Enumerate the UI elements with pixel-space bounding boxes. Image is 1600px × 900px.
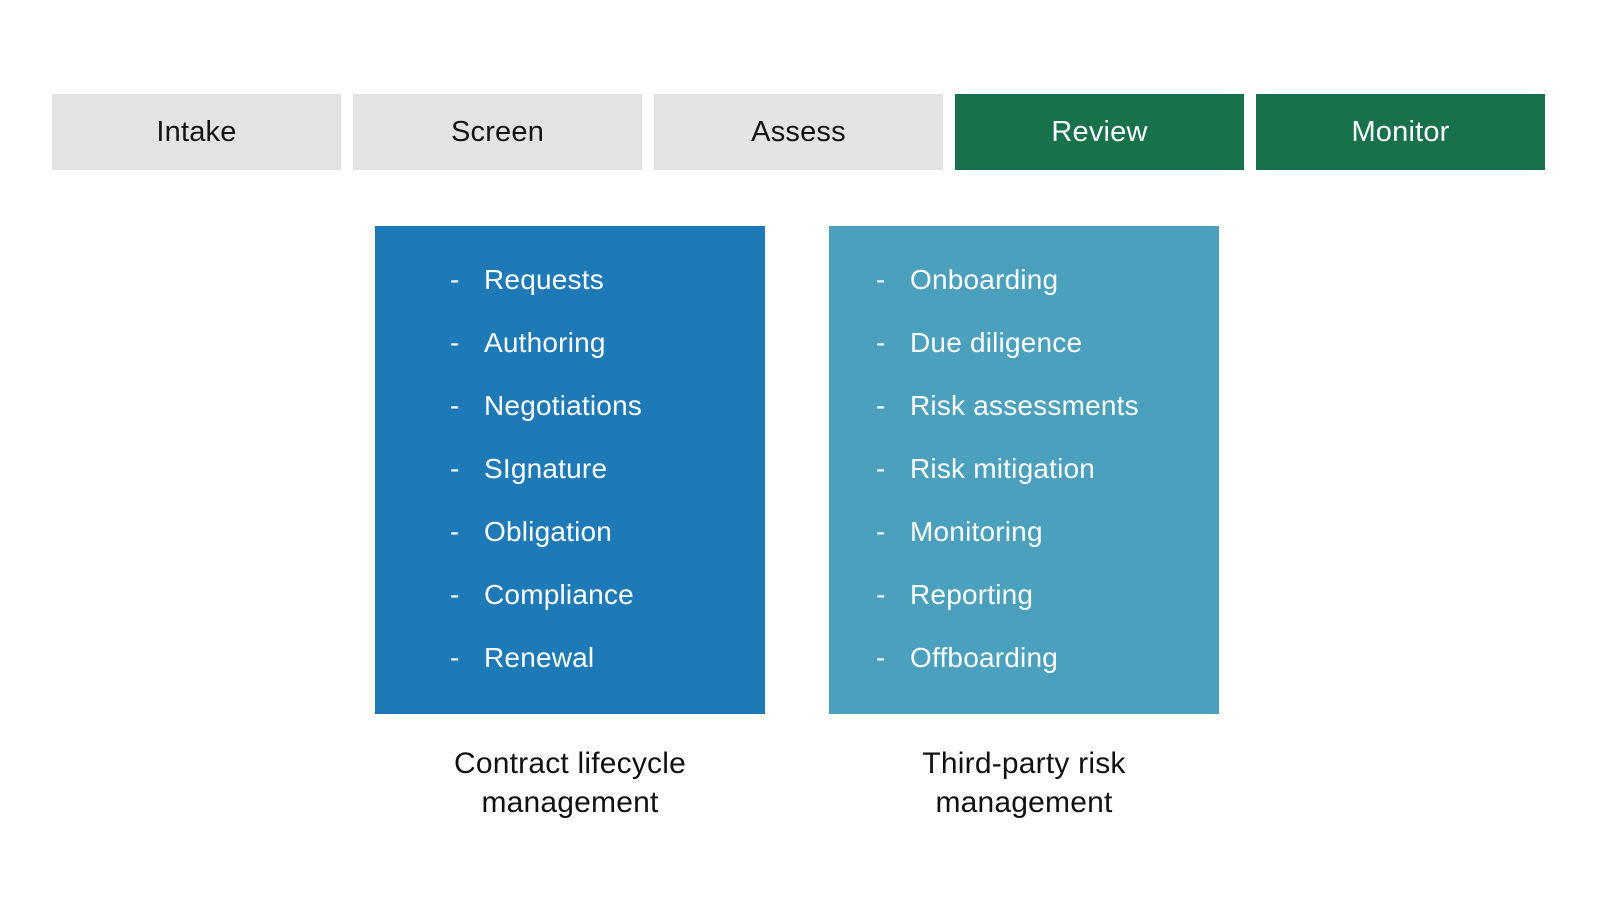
list-item-label: Authoring xyxy=(484,326,606,358)
third-party-risk-panel: -Onboarding -Due diligence -Risk assessm… xyxy=(829,226,1219,714)
bullet-dash: - xyxy=(450,641,460,673)
bullet-dash: - xyxy=(450,389,460,421)
bullet-dash: - xyxy=(450,452,460,484)
list-item: -Due diligence xyxy=(876,311,1219,374)
bullet-dash: - xyxy=(876,452,886,484)
list-item: -Obligation xyxy=(450,500,765,563)
list-item: -Reporting xyxy=(876,563,1219,626)
stage-button-screen[interactable]: Screen xyxy=(353,94,642,170)
contract-lifecycle-panel: -Requests -Authoring -Negotiations -SIgn… xyxy=(375,226,765,714)
bullet-dash: - xyxy=(876,326,886,358)
list-item: -Compliance xyxy=(450,563,765,626)
list-item-label: Requests xyxy=(484,263,604,295)
list-item-label: Due diligence xyxy=(910,326,1083,358)
stage-button-monitor[interactable]: Monitor xyxy=(1256,94,1545,170)
bullet-dash: - xyxy=(450,326,460,358)
stage-button-review[interactable]: Review xyxy=(955,94,1244,170)
contract-lifecycle-caption: Contract lifecycle management xyxy=(375,744,765,822)
bullet-dash: - xyxy=(450,263,460,295)
caption-line: Contract lifecycle xyxy=(453,747,686,780)
third-party-risk-list: -Onboarding -Due diligence -Risk assessm… xyxy=(829,226,1219,689)
third-party-risk-caption: Third-party risk management xyxy=(829,744,1219,822)
list-item-label: Obligation xyxy=(484,515,613,547)
list-item: -SIgnature xyxy=(450,437,765,500)
list-item: -Risk mitigation xyxy=(876,437,1219,500)
list-item: -Onboarding xyxy=(876,248,1219,311)
list-item: -Requests xyxy=(450,248,765,311)
list-item: -Negotiations xyxy=(450,374,765,437)
contract-lifecycle-list: -Requests -Authoring -Negotiations -SIgn… xyxy=(375,226,765,689)
bullet-dash: - xyxy=(450,515,460,547)
caption-line: management xyxy=(481,786,659,819)
list-item-label: Onboarding xyxy=(910,263,1059,295)
stage-button-intake[interactable]: Intake xyxy=(52,94,341,170)
bullet-dash: - xyxy=(876,389,886,421)
list-item-label: Risk assessments xyxy=(910,389,1139,421)
list-item: -Risk assessments xyxy=(876,374,1219,437)
list-item-label: SIgnature xyxy=(484,452,608,484)
stage-row: Intake Screen Assess Review Monitor xyxy=(52,94,1545,170)
list-item-label: Negotiations xyxy=(484,389,643,421)
bullet-dash: - xyxy=(876,263,886,295)
caption-line: Third-party risk xyxy=(922,747,1126,780)
list-item: -Authoring xyxy=(450,311,765,374)
list-item: -Offboarding xyxy=(876,626,1219,689)
list-item-label: Renewal xyxy=(484,641,595,673)
caption-line: management xyxy=(935,786,1113,819)
bullet-dash: - xyxy=(876,641,886,673)
bullet-dash: - xyxy=(876,578,886,610)
list-item: -Monitoring xyxy=(876,500,1219,563)
list-item-label: Compliance xyxy=(484,578,634,610)
bullet-dash: - xyxy=(450,578,460,610)
stage-button-assess[interactable]: Assess xyxy=(654,94,943,170)
list-item-label: Reporting xyxy=(910,578,1034,610)
bullet-dash: - xyxy=(876,515,886,547)
list-item-label: Offboarding xyxy=(910,641,1059,673)
list-item: -Renewal xyxy=(450,626,765,689)
list-item-label: Monitoring xyxy=(910,515,1043,547)
list-item-label: Risk mitigation xyxy=(910,452,1096,484)
